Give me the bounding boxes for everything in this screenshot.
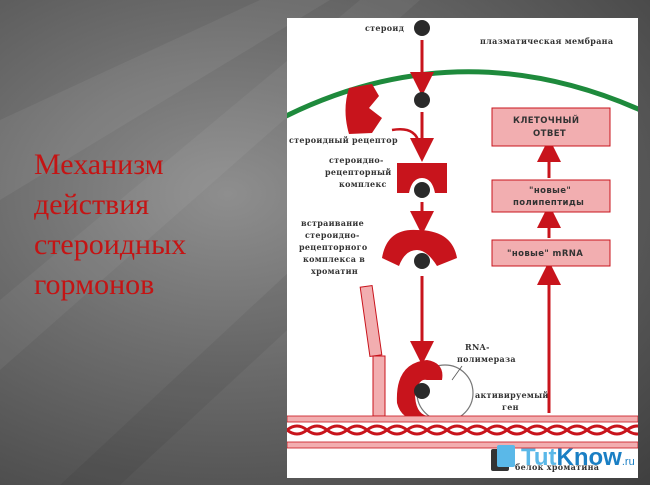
title-line: гормонов bbox=[34, 268, 155, 301]
membrane-label: плазматическая мембрана bbox=[480, 36, 613, 46]
title-line: Механизм bbox=[34, 148, 164, 181]
slide-title: Механизм действия стероидных гормонов bbox=[34, 145, 274, 305]
receptor-join-arrow bbox=[391, 128, 421, 144]
mrna-box bbox=[491, 239, 611, 267]
mrna-label: "новые" mRNA bbox=[507, 249, 583, 259]
rna-label: полимераза bbox=[457, 354, 516, 364]
complex-label: стероидно- bbox=[329, 155, 384, 165]
diagram-panel: плазматическая мембрана стероид стероидн… bbox=[287, 18, 638, 478]
embed-label: комплекса в bbox=[303, 254, 365, 264]
gene-label: активируемый bbox=[475, 390, 549, 400]
steroid-inside bbox=[414, 182, 430, 198]
steroid-label: стероид bbox=[365, 23, 405, 33]
gene-label: ген bbox=[502, 402, 519, 412]
cell-response-label: КЛЕТОЧНЫЙ bbox=[513, 114, 579, 126]
steroid-inside bbox=[414, 253, 430, 269]
pointer-line bbox=[451, 365, 463, 381]
title-line: действия bbox=[34, 188, 150, 221]
embed-label: хроматин bbox=[311, 266, 358, 276]
receptor-label: стероидный рецептор bbox=[289, 135, 398, 145]
complex-label: рецепторный bbox=[325, 167, 392, 177]
bound-complex bbox=[396, 360, 443, 421]
embed-label: стероидно- bbox=[305, 230, 360, 240]
chromatin-fiber bbox=[372, 355, 386, 417]
plasma-membrane bbox=[287, 69, 638, 119]
steroid-inside bbox=[414, 383, 430, 399]
polypeptides-label: полипептиды bbox=[513, 198, 584, 208]
steroid-receptor-complex bbox=[397, 163, 447, 193]
book-logo-icon bbox=[491, 445, 515, 471]
receptor-shape bbox=[345, 84, 382, 134]
embed-label: рецепторного bbox=[299, 242, 368, 252]
watermark-know: Know bbox=[556, 444, 622, 471]
cell-response-box bbox=[491, 107, 611, 147]
cell-response-label: ОТВЕТ bbox=[533, 129, 566, 139]
watermark-tut: Tut bbox=[521, 444, 557, 471]
embed-label: встраивание bbox=[301, 218, 364, 228]
chromatin-protein-label: белок хроматина bbox=[515, 462, 599, 472]
steroid-inside bbox=[414, 92, 430, 108]
complex-label: комплекс bbox=[339, 179, 387, 189]
title-line: стероидных bbox=[34, 228, 187, 261]
polypeptides-box bbox=[491, 179, 611, 213]
rna-label: RNA- bbox=[465, 342, 490, 352]
activated-complex bbox=[382, 229, 457, 266]
dna-helix bbox=[287, 424, 638, 436]
polypeptides-label: "новые" bbox=[529, 186, 571, 196]
dna-rail bbox=[287, 441, 638, 449]
site-watermark: TutKnow.ru bbox=[489, 440, 639, 476]
watermark-ru: .ru bbox=[621, 456, 635, 468]
chromatin-fiber bbox=[359, 284, 383, 358]
steroid-molecule bbox=[414, 20, 430, 36]
dna-rail bbox=[287, 415, 638, 423]
